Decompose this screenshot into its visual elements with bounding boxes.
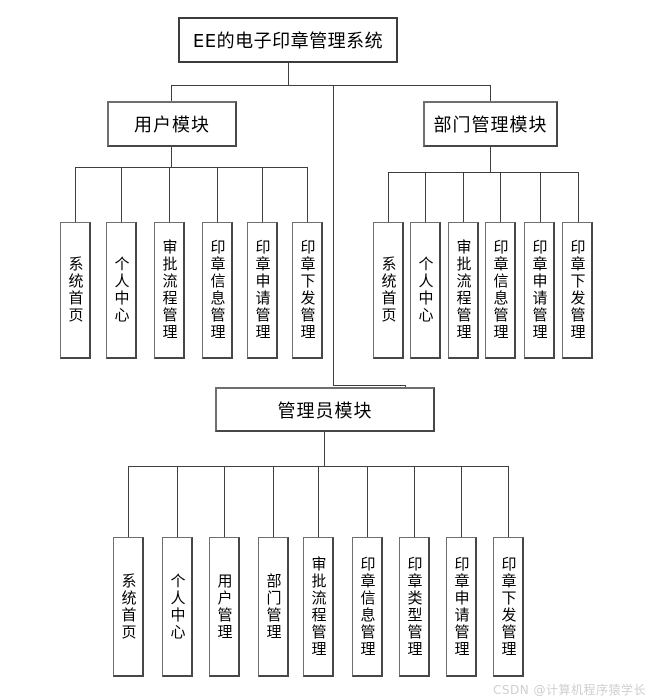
leaf-label: 印章下发管理: [568, 239, 587, 341]
leaf-label: 印章信息管理: [208, 239, 227, 341]
leaf-label: 审批流程管理: [454, 239, 473, 341]
leaf-label: 印章类型管理: [405, 555, 424, 658]
connector-line: [224, 466, 225, 537]
connector-line: [262, 167, 263, 222]
connector-line: [324, 432, 325, 466]
leaf-label: 个人中心: [168, 572, 187, 641]
connector-line: [171, 147, 172, 167]
watermark-text: CSDN @计算机程序猿学长: [492, 683, 646, 697]
leaf-label: 个人中心: [112, 256, 131, 324]
leaf-admin-seal-info: 印章信息管理: [352, 537, 383, 677]
leaf-admin-seal-type: 印章类型管理: [399, 537, 430, 677]
module-node-user: 用户模块: [107, 101, 237, 147]
leaf-label: 个人中心: [416, 256, 435, 324]
connector-line: [500, 172, 501, 222]
connector-line: [425, 172, 426, 222]
leaf-label: 印章信息管理: [491, 239, 510, 341]
connector-line: [333, 85, 334, 386]
leaf-user-seal-info: 印章信息管理: [202, 222, 233, 359]
leaf-label: 系统首页: [119, 572, 138, 641]
connector-line: [333, 385, 406, 386]
connector-line: [414, 466, 415, 537]
leaf-user-seal-apply: 印章申请管理: [247, 222, 278, 359]
module-node-dept: 部门管理模块: [423, 101, 558, 147]
leaf-label: 印章下发管理: [499, 555, 518, 658]
leaf-label: 印章申请管理: [253, 239, 272, 341]
leaf-user-approval-flow: 审批流程管理: [154, 222, 185, 359]
connector-line: [307, 167, 308, 222]
connector-line: [273, 466, 274, 537]
connector-line: [388, 172, 578, 173]
leaf-label: 部门管理: [264, 572, 283, 641]
leaf-dept-seal-info: 印章信息管理: [485, 222, 516, 359]
connector-line: [463, 172, 464, 222]
connector-line: [169, 167, 170, 222]
leaf-admin-dept-mgmt: 部门管理: [258, 537, 289, 677]
connector-line: [540, 172, 541, 222]
leaf-label: 印章申请管理: [452, 555, 471, 658]
connector-line: [367, 466, 368, 537]
leaf-dept-seal-apply: 印章申请管理: [524, 222, 555, 359]
leaf-user-profile: 个人中心: [106, 222, 137, 359]
leaf-dept-home: 系统首页: [373, 222, 404, 359]
connector-line: [75, 167, 308, 168]
leaf-admin-seal-apply: 印章申请管理: [446, 537, 477, 677]
leaf-dept-profile: 个人中心: [410, 222, 441, 359]
connector-line: [508, 466, 509, 537]
leaf-label: 印章下发管理: [298, 239, 317, 341]
connector-line: [177, 466, 178, 537]
leaf-label: 印章申请管理: [530, 239, 549, 341]
leaf-dept-seal-issue: 印章下发管理: [562, 222, 593, 359]
connector-line: [490, 147, 491, 172]
leaf-dept-approval-flow: 审批流程管理: [448, 222, 479, 359]
leaf-label: 审批流程管理: [160, 239, 179, 341]
connector-line: [217, 167, 218, 222]
connector-line: [171, 85, 172, 101]
connector-line: [121, 167, 122, 222]
leaf-label: 印章信息管理: [358, 555, 377, 658]
leaf-label: 用户管理: [215, 572, 234, 641]
leaf-admin-approval-flow: 审批流程管理: [303, 537, 334, 677]
leaf-user-seal-issue: 印章下发管理: [292, 222, 323, 359]
leaf-user-home: 系统首页: [60, 222, 91, 359]
leaf-label: 系统首页: [379, 256, 398, 324]
connector-line: [578, 172, 579, 222]
connector-line: [75, 167, 76, 222]
leaf-admin-profile: 个人中心: [162, 537, 193, 677]
leaf-admin-seal-issue: 印章下发管理: [493, 537, 524, 677]
root-node: EE的电子印章管理系统: [178, 17, 398, 63]
connector-line: [171, 85, 491, 86]
connector-line: [388, 172, 389, 222]
connector-line: [128, 466, 129, 537]
leaf-admin-user-mgmt: 用户管理: [209, 537, 240, 677]
connector-line: [318, 466, 319, 537]
connector-line: [461, 466, 462, 537]
leaf-label: 系统首页: [66, 256, 85, 324]
leaf-admin-home: 系统首页: [113, 537, 144, 677]
leaf-label: 审批流程管理: [309, 555, 328, 658]
connector-line: [490, 85, 491, 101]
connector-line: [288, 63, 289, 85]
module-node-admin: 管理员模块: [215, 387, 435, 432]
